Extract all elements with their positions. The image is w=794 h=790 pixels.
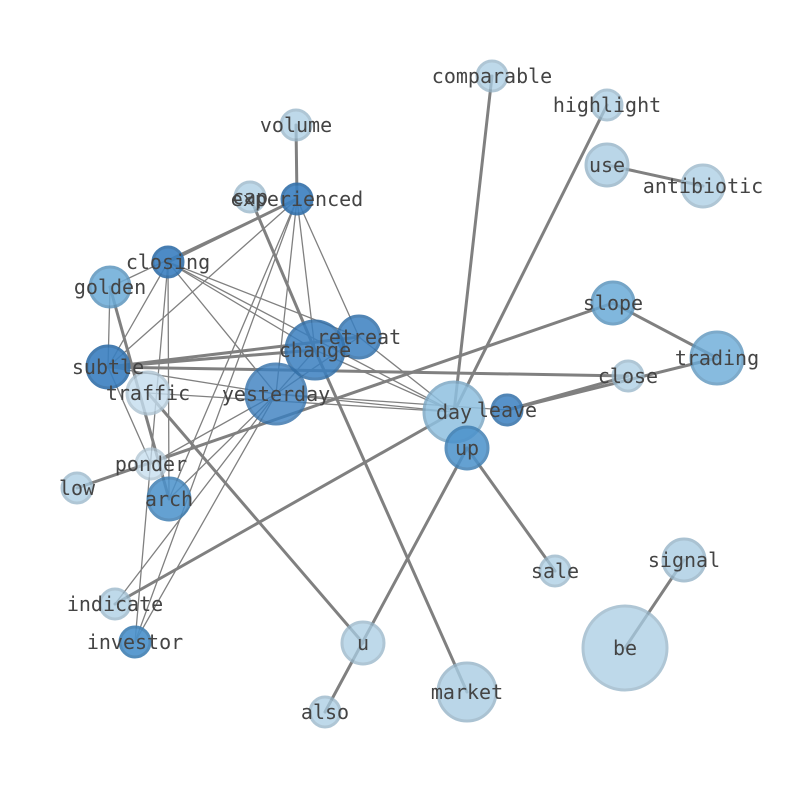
node-volume: [279, 108, 313, 142]
node-label-closing: closing: [126, 250, 210, 274]
node-label-retreat: retreat: [317, 325, 401, 349]
edge-experienced-investor: [134, 198, 298, 643]
node-antibiotic: [680, 163, 726, 209]
edge-close-leave: [505, 374, 630, 412]
node-label-antibiotic: antibiotic: [643, 174, 763, 198]
node-ponder: [134, 447, 168, 481]
node-label-low: low: [59, 476, 96, 500]
node-label-leave: leave: [477, 398, 537, 422]
node-label-also: also: [301, 700, 349, 724]
edge-comparable-day: [452, 74, 494, 414]
node-label-comparable: comparable: [432, 64, 552, 88]
node-market: [436, 661, 498, 723]
edge-slope-low: [75, 301, 615, 490]
node-also: [308, 695, 342, 729]
node-label-investor: investor: [87, 630, 183, 654]
node-cap: [233, 180, 267, 214]
edge-experienced-retreat: [296, 198, 360, 338]
node-label-use: use: [589, 153, 625, 177]
edge-experienced-yesterday: [275, 198, 298, 395]
node-leave: [490, 393, 524, 427]
node-label-volume: volume: [260, 113, 332, 137]
edge-experienced-golden: [109, 198, 298, 288]
node-label-be: be: [613, 636, 637, 660]
node-signal: [661, 537, 707, 583]
node-layer: [60, 59, 745, 729]
edge-up-sale: [465, 446, 557, 573]
node-label-subtle: subtle: [72, 355, 144, 379]
edge-yesterday-indicate: [114, 393, 277, 605]
edge-closing-arch: [167, 261, 170, 500]
node-label-up: up: [455, 436, 479, 460]
node-comparable: [475, 59, 509, 93]
edge-change-market: [313, 348, 469, 694]
node-label-trading: trading: [675, 346, 759, 370]
node-u: [340, 620, 386, 666]
node-slope: [590, 280, 636, 326]
node-label-market: market: [431, 680, 503, 704]
node-highlight: [590, 88, 624, 122]
node-sale: [538, 554, 572, 588]
edge-day-indicate: [113, 410, 456, 606]
node-label-golden: golden: [74, 275, 146, 299]
node-label-arch: arch: [145, 487, 193, 511]
node-close: [611, 359, 645, 393]
node-label-sale: sale: [531, 559, 579, 583]
node-yesterday: [244, 362, 308, 426]
edge-traffic-u: [146, 391, 365, 645]
node-traffic: [125, 370, 171, 416]
node-change: [284, 319, 346, 381]
node-up: [444, 425, 490, 471]
node-label-cap: cap: [232, 185, 268, 209]
node-be: [581, 604, 669, 692]
node-label-change: change: [279, 338, 351, 362]
node-label-experienced: experienced: [231, 187, 363, 211]
node-label-yesterday: yesterday: [222, 382, 330, 406]
node-label-u: u: [357, 631, 369, 655]
node-use: [584, 142, 630, 188]
node-closing: [151, 245, 185, 279]
node-label-indicate: indicate: [67, 592, 163, 616]
edge-highlight-day: [452, 103, 609, 414]
edge-experienced-arch: [168, 198, 298, 500]
node-label-slope: slope: [583, 291, 643, 315]
node-label-signal: signal: [648, 548, 720, 572]
edge-yesterday-investor: [134, 393, 277, 643]
node-arch: [146, 476, 192, 522]
node-label-traffic: traffic: [106, 381, 190, 405]
node-subtle: [85, 344, 131, 390]
edge-subtle-close: [106, 365, 630, 378]
node-low: [60, 471, 94, 505]
edge-up-also: [323, 446, 469, 714]
node-label-highlight: highlight: [553, 93, 661, 117]
node-golden: [88, 265, 132, 309]
node-label-close: close: [598, 364, 658, 388]
node-indicate: [98, 587, 132, 621]
node-trading: [689, 330, 745, 386]
node-experienced: [280, 182, 314, 216]
node-investor: [118, 625, 152, 659]
node-label-ponder: ponder: [115, 452, 187, 476]
edge-change-subtle: [106, 348, 317, 369]
node-label-day: day: [436, 400, 472, 424]
